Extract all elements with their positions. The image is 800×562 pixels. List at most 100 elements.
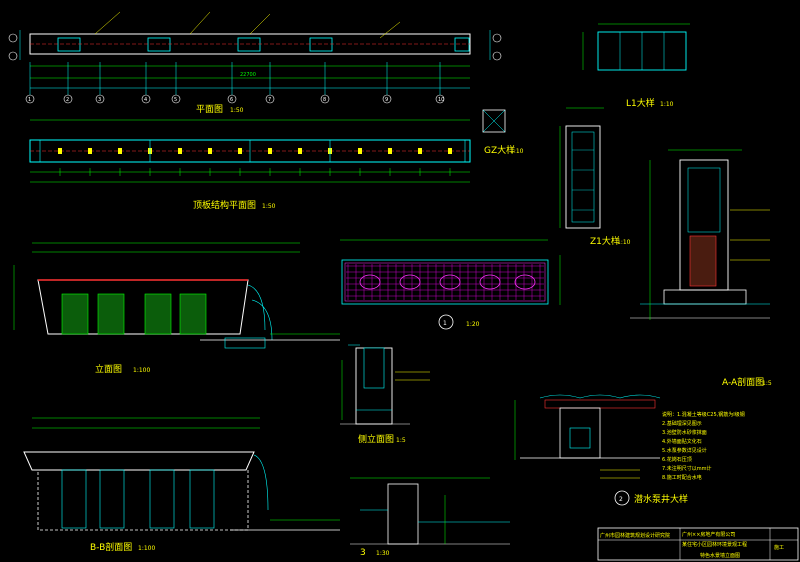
axis-bubble <box>171 94 181 104</box>
roof-beam-mark <box>448 148 452 154</box>
roof-plan-title: 顶板结构平面图 <box>193 199 256 211</box>
roof-plan-view: 顶板结构平面图 1:50 <box>29 119 471 211</box>
lattice-motif <box>359 274 381 290</box>
pump <box>569 427 591 449</box>
axis-number: 4 <box>144 97 147 103</box>
detail-1-panel <box>341 259 549 305</box>
detail-3-scale: 1:30 <box>376 550 390 557</box>
axis-number: 10 <box>438 97 444 103</box>
roof-beam-mark <box>388 148 392 154</box>
axis-bubble <box>25 94 35 104</box>
aa-scale: 1:5 <box>762 380 772 387</box>
axis-bubble <box>141 94 151 104</box>
roof-plan-scale: 1:50 <box>262 203 276 210</box>
elevation-title: 立面图 <box>95 363 122 375</box>
roof-beam-mark <box>238 148 242 154</box>
axis-bubble <box>227 94 237 104</box>
elevation-opening <box>97 293 125 335</box>
roof-beam-mark <box>88 148 92 154</box>
note-line: 8.施工时配合水电 <box>662 474 702 481</box>
axis-bubble <box>95 94 105 104</box>
water-curtain <box>247 284 266 331</box>
plan-scale: 1:50 <box>230 107 244 114</box>
note-line: 4.外墙面贴文化石 <box>662 438 702 445</box>
detail-2-title: 潜水泵井大样 <box>634 493 688 505</box>
plan-column <box>309 37 333 52</box>
roof-beam-mark <box>298 148 302 154</box>
aa-title: A-A剖面图 <box>722 376 764 388</box>
roof-beam-mark <box>58 148 62 154</box>
z1-column <box>565 125 601 229</box>
roof-beam-mark <box>178 148 182 154</box>
plan-column <box>454 37 470 52</box>
note-line: 7.未注明尺寸以mm计 <box>662 465 712 472</box>
axis-number: 9 <box>385 97 388 103</box>
section-bb-scale: 1:100 <box>138 545 155 552</box>
roof-beam-mark <box>118 148 122 154</box>
detail-l1-view: L1大样 1:10 <box>582 23 690 109</box>
title-block-drawing-name: 特色水景墙立面图 <box>700 552 740 559</box>
axis-bubble <box>435 94 445 104</box>
axis-bubble <box>382 94 392 104</box>
plan-overall-dim: 22700 <box>240 72 256 78</box>
side-elevation-view: 侧立面图 1:5 <box>340 344 430 445</box>
note-line: 5.水泵参数详见设计 <box>662 447 707 454</box>
axis-number: 7 <box>268 97 271 103</box>
detail-2-view: 2 潜水泵井大样 <box>514 394 688 506</box>
detail-1-view: 1 1:20 <box>340 239 561 330</box>
axis-number: 1 <box>28 97 31 103</box>
note-line: 6.花岗石压顶 <box>662 456 692 463</box>
gz-section <box>482 109 506 133</box>
roof-beam-mark <box>208 148 212 154</box>
note-line: 说明：1.混凝土等级C25,钢筋为I级钢 <box>662 411 745 418</box>
detail-1-scale: 1:20 <box>466 321 480 328</box>
axis-number: 6 <box>230 97 233 103</box>
title-block: 广州市园林建筑规划设计研究院 广州××房地产有限公司 某住宅小区园林环境景观工程… <box>597 527 799 561</box>
detail-1-marker <box>438 314 454 330</box>
axis-number: 8 <box>323 97 326 103</box>
section-bb-view: B-B剖面图 1:100 <box>23 417 340 553</box>
note-line: 3.池壁防水砂浆抹面 <box>662 429 707 436</box>
axis-number: 2 <box>66 97 69 103</box>
title-block-sheet: 施工 <box>774 544 784 551</box>
roof-beam-mark <box>358 148 362 154</box>
detail-gz-view: GZ大样 1:10 <box>482 109 524 156</box>
gz-scale: 1:10 <box>510 148 524 155</box>
plan-title: 平面图 <box>196 104 223 115</box>
detail-1-number: 1 <box>443 320 447 327</box>
axis-bubble <box>63 94 73 104</box>
plan-column <box>57 37 81 52</box>
elevation-view: 立面图 1:100 <box>13 242 340 375</box>
elevation-opening <box>179 293 207 335</box>
detail-3-number: 3 <box>360 548 366 558</box>
elevation-opening <box>144 293 172 335</box>
lattice-motif <box>479 274 501 290</box>
detail-z1-view: Z1大样 1:10 <box>559 107 631 247</box>
row-marker-b <box>8 33 18 43</box>
note-line: 2.基础埋深见图示 <box>662 420 702 427</box>
gz-title: GZ大样 <box>484 144 515 156</box>
title-block-project: 广州××房地产有限公司 <box>682 531 735 538</box>
design-notes: 说明：1.混凝土等级C25,钢筋为I级钢 2.基础埋深见图示 3.池壁防水砂浆抹面 4… <box>662 411 745 481</box>
roof-beam-mark <box>268 148 272 154</box>
l1-scale: 1:10 <box>660 101 674 108</box>
side-elevation-title: 侧立面图 <box>358 433 394 445</box>
lattice-motif <box>399 274 421 290</box>
elevation-scale: 1:100 <box>133 367 150 374</box>
axis-bubble <box>320 94 330 104</box>
side-elevation-scale: 1:5 <box>396 437 406 444</box>
section-bb-body <box>37 469 249 531</box>
detail-3-view: 3 1:30 <box>350 477 510 558</box>
title-block-company: 广州市园林建筑规划设计研究院 <box>600 532 670 539</box>
lattice-motif <box>439 274 461 290</box>
row-marker-a <box>8 51 18 61</box>
z1-title: Z1大样 <box>590 235 620 247</box>
roof-beam-mark <box>418 148 422 154</box>
elevation-opening <box>61 293 89 335</box>
plan-column <box>147 37 171 52</box>
title-block-subproject: 某住宅小区园林环境景观工程 <box>682 541 747 548</box>
axis-number: 3 <box>98 97 101 103</box>
lattice-motif <box>514 274 536 290</box>
